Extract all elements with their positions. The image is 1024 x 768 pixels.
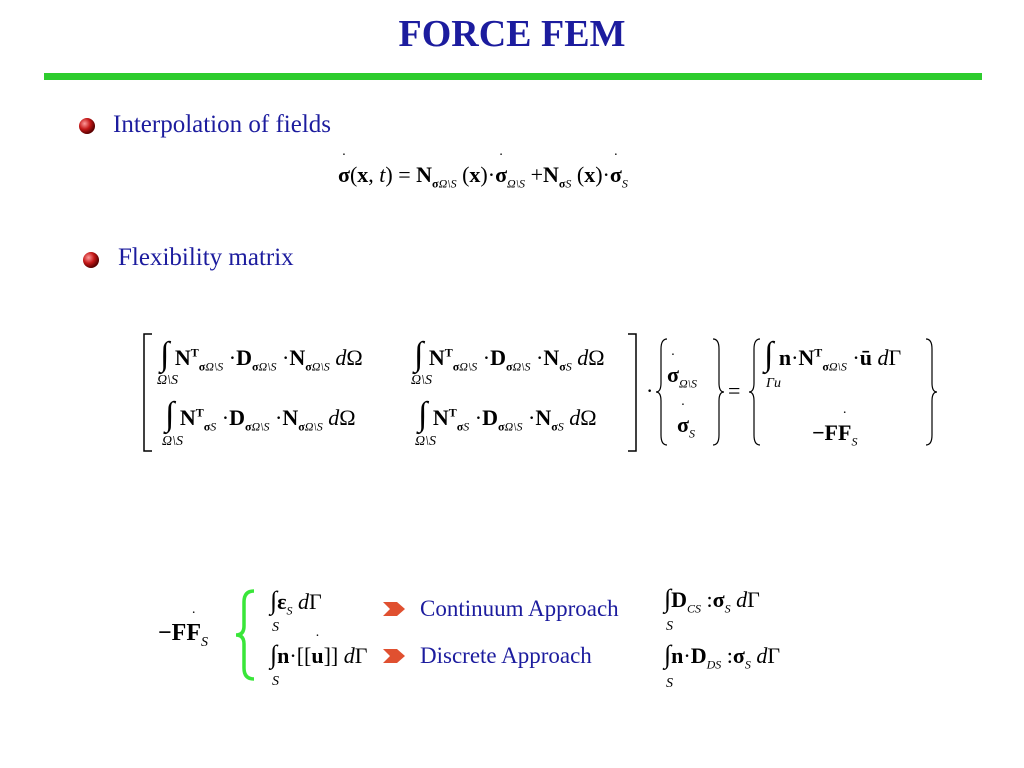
ffs-lhs: −FFS [158, 620, 208, 651]
matrix-brackets [143, 333, 637, 452]
arrow-right-icon [383, 602, 405, 616]
discrete-approach-label: Discrete Approach [420, 643, 592, 668]
matrix-cell-11: ∫ NTσΩ\S ·DσΩ\S ·NσΩ\S dΩ [160, 336, 363, 374]
integral-limit: Ω\S [415, 434, 437, 449]
rhs-entry-1: ∫ n·NTσΩ\S ·ū dΓ [764, 336, 902, 374]
integral-limit: S [272, 674, 279, 689]
integral-limit: Ω\S [162, 434, 184, 449]
green-brace-icon [235, 589, 255, 681]
integral-limit: Ω\S [157, 373, 179, 388]
vector-entry-2: σS [677, 412, 695, 441]
matrix-cell-22: ∫ NTσS ·DσΩ\S ·NσS dΩ [418, 396, 597, 434]
matrix-cell-21: ∫ NTσS ·DσΩ\S ·NσΩ\S dΩ [165, 396, 356, 434]
integral-limit: S [666, 619, 673, 634]
interpolation-equation: σ(x, t) = NσΩ\S (x)·σΩ\S +NσS (x)·σS [338, 162, 628, 191]
continuum-result: ∫DCS :σS dΓ [664, 584, 760, 616]
bullet-flexibility: Flexibility matrix [118, 244, 294, 271]
continuum-approach-label: Continuum Approach [420, 596, 619, 621]
integral-limit: Ω\S [411, 373, 433, 388]
case-1-integral: ∫εS dΓ [270, 586, 322, 618]
red-sphere-bullet-icon [79, 118, 95, 134]
matrix-cell-12: ∫ NTσΩ\S ·DσΩ\S ·NσS dΩ [414, 336, 605, 374]
vector-braces [655, 338, 725, 446]
integral-limit: S [272, 620, 279, 635]
red-sphere-bullet-icon [83, 252, 99, 268]
multiply-dot: · [646, 378, 654, 403]
title-underline [44, 73, 982, 80]
bullet-interpolation: Interpolation of fields [113, 111, 331, 138]
integral-limit: S [666, 676, 673, 691]
discrete-result: ∫n·DDS :σS dΓ [664, 640, 781, 672]
vector-entry-1: σΩ\S [667, 362, 697, 391]
case-2-integral: ∫n·[[u]] dΓ [270, 642, 367, 669]
rhs-braces [748, 338, 938, 446]
integral-limit: Γu [766, 376, 781, 391]
rhs-entry-2: −FFS [812, 420, 857, 449]
page-title: FORCE FEM [398, 13, 626, 55]
arrow-right-icon [383, 649, 405, 663]
equals-sign: = [728, 378, 741, 403]
